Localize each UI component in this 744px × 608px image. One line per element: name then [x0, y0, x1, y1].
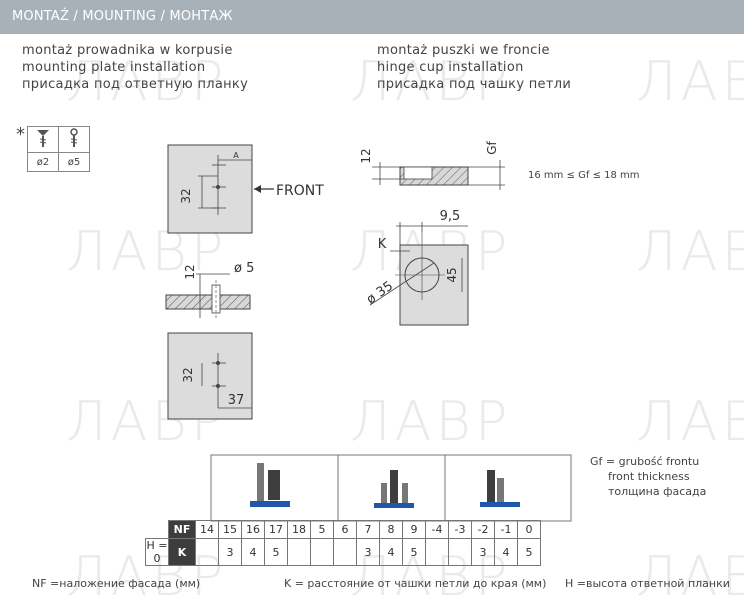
k-cell: 5 [264, 538, 288, 566]
header-title: MONTAŻ / MOUNTING / МОНТАЖ [12, 9, 233, 24]
watermark: ЛАВР [636, 545, 744, 608]
hinge-inset-icon [480, 470, 520, 507]
screw-table: ø2 ø5 [27, 126, 90, 172]
nf-cell: -4 [425, 520, 449, 539]
nf-cell: 7 [356, 520, 380, 539]
cup-section: 12 Gf [359, 140, 505, 190]
left-heading-pl: montaż prowadnika w korpusie [22, 43, 233, 58]
plate-bottom-view: 32 37 [167, 332, 253, 420]
gf-range: 16 mm ≤ Gf ≤ 18 mm [528, 170, 640, 181]
page-header: MONTAŻ / MOUNTING / МОНТАЖ [0, 0, 744, 34]
cup-top-dim-45: 45 [445, 267, 459, 282]
nf-cell: -2 [471, 520, 495, 539]
k-cell: 4 [379, 538, 403, 566]
dowel-label: ø5 [58, 152, 90, 172]
plate-top-dim-32: 32 [179, 188, 193, 203]
cup-top-view: 9,5 K 45 ø 35 [364, 209, 469, 326]
screw-label: ø2 [27, 152, 59, 172]
nf-row: NF 14 15 16 17 18 5 6 7 8 9 -4 -3 -2 -1 … [146, 520, 541, 539]
plate-bottom-dim-37: 37 [228, 393, 245, 408]
nf-cell: 6 [333, 520, 357, 539]
k-cell: 3 [471, 538, 495, 566]
left-heading-ru: присадка под ответную планку [22, 77, 249, 92]
watermark: ЛАВР [636, 220, 744, 283]
k-cell [287, 538, 311, 566]
plate-top-dim-a: A [233, 151, 239, 160]
front-label: FRONT [276, 183, 324, 199]
cup-top-dim-35: ø 35 [364, 279, 396, 308]
left-heading: montaż prowadnika w korpusie mounting pl… [22, 42, 248, 93]
cup-section-dim-12: 12 [359, 148, 373, 163]
left-heading-en: mounting plate installation [22, 60, 206, 75]
watermark: ЛАВР [636, 50, 744, 113]
footer-nf: NF =наложение фасада (мм) [32, 577, 201, 590]
gf-legend: Gf = grubość frontu front thickness толщ… [590, 454, 706, 499]
gf-legend-ru: толщина фасада [608, 485, 707, 498]
nf-cell: 16 [241, 520, 265, 539]
nf-cell: 8 [379, 520, 403, 539]
k-cell [448, 538, 472, 566]
screw-icon [27, 126, 59, 153]
right-heading-pl: montaż puszki we froncie [377, 43, 550, 58]
k-cell: 5 [402, 538, 426, 566]
footer-k: K = расстояние от чашки петли до края (м… [284, 577, 547, 590]
watermark: ЛАВР [350, 50, 512, 113]
cup-top-dim-95: 9,5 [440, 209, 461, 224]
k-cell: 3 [218, 538, 242, 566]
nf-table: NF 14 15 16 17 18 5 6 7 8 9 -4 -3 -2 -1 … [145, 520, 541, 566]
k-cell [310, 538, 334, 566]
gf-legend-en: front thickness [608, 470, 690, 483]
k-row: H = 0 K 3 4 5 3 4 5 3 4 5 [145, 538, 541, 566]
right-heading: montaż puszki we froncie hinge cup insta… [377, 42, 571, 93]
nf-cell: 18 [287, 520, 311, 539]
asterisk: * [16, 124, 25, 145]
watermark: ЛАВР [636, 390, 744, 453]
footer-h: H =высота ответной планки [565, 577, 730, 590]
nf-label: NF [168, 520, 196, 539]
plate-bottom-dim-32: 32 [181, 367, 195, 382]
nf-cell: 17 [264, 520, 288, 539]
right-heading-en: hinge cup installation [377, 60, 524, 75]
k-cell [333, 538, 357, 566]
nf-cell: 14 [195, 520, 219, 539]
hinge-full-overlay-icon [250, 463, 290, 507]
h-label: H = 0 [145, 538, 169, 566]
nf-cell: 15 [218, 520, 242, 539]
nf-cell: 9 [402, 520, 426, 539]
plate-section-dim-12: 12 [183, 264, 197, 279]
hinge-half-overlay-icon [374, 470, 414, 508]
watermark: ЛАВР [66, 50, 228, 113]
plate-section: 12 ø 5 [165, 261, 254, 318]
k-cell: 5 [517, 538, 541, 566]
cup-section-dim-gf: Gf [485, 140, 499, 154]
cup-top-dim-k: K [378, 237, 387, 252]
k-cell: 4 [494, 538, 518, 566]
k-label: K [168, 538, 196, 566]
gf-legend-pl: Gf = grubość frontu [590, 455, 700, 468]
right-heading-ru: присадка под чашку петли [377, 77, 572, 92]
nf-cell: 5 [310, 520, 334, 539]
nf-cell: -3 [448, 520, 472, 539]
k-cell: 4 [241, 538, 265, 566]
k-cell [195, 538, 219, 566]
k-cell [425, 538, 449, 566]
nf-cell: -1 [494, 520, 518, 539]
plate-top-view: 32 A FRONT [167, 144, 324, 234]
nf-cell: 0 [517, 520, 541, 539]
table-hinge-pictures [210, 454, 572, 522]
k-cell: 3 [356, 538, 380, 566]
watermark: ЛАВР [350, 390, 512, 453]
plate-section-dim-5: ø 5 [234, 261, 254, 276]
